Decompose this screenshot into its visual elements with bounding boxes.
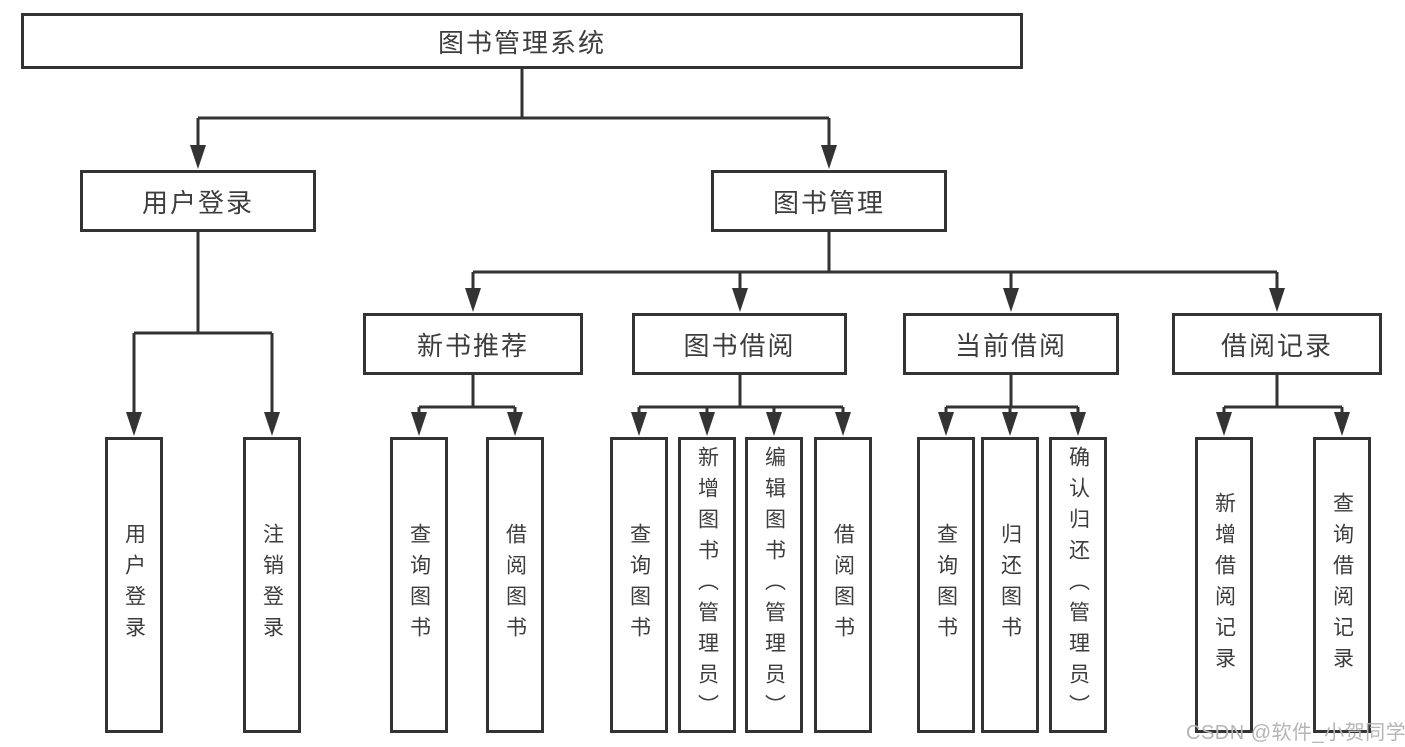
leaf-newbooks-borrow-label: 借阅图书 [503, 523, 527, 647]
leaf-newbooks-query-label: 查询图书 [407, 523, 431, 647]
leaf-borrow-edit-admin-label: 编辑图书（管理员） [762, 445, 786, 725]
leaf-logout: 注销登录 [243, 437, 301, 733]
leaf-user-login: 用户登录 [105, 437, 163, 733]
leaf-borrow-add-admin-label: 新增图书（管理员） [695, 445, 719, 725]
connector-root [196, 69, 831, 147]
connector-new-books [417, 375, 517, 414]
arrowhead [732, 288, 748, 312]
arrowhead [1269, 288, 1285, 312]
leaf-current-confirm-admin: 确认归还（管理员） [1049, 437, 1107, 733]
leaf-borrow-query-label: 查询图书 [627, 523, 651, 647]
node-current-borrow-label: 当前借阅 [954, 330, 1067, 361]
connector-current-borrow [944, 375, 1080, 414]
node-user-login: 用户登录 [80, 170, 316, 232]
node-borrow-records-label: 借阅记录 [1220, 330, 1333, 361]
arrowhead [766, 412, 782, 436]
leaf-borrow-add-admin: 新增图书（管理员） [678, 437, 736, 733]
arrowhead [1216, 412, 1232, 436]
csdn-watermark: CSDN @软件_小贺同学 [1186, 722, 1405, 744]
leaf-records-query-label: 查询借阅记录 [1330, 492, 1354, 678]
arrowhead [264, 412, 280, 436]
arrowhead [507, 412, 523, 436]
node-current-borrow: 当前借阅 [903, 313, 1119, 375]
leaf-borrow-edit-admin: 编辑图书（管理员） [745, 437, 803, 733]
node-root-label: 图书管理系统 [437, 27, 606, 58]
arrowhead [1070, 412, 1086, 436]
connector-book-borrow [637, 375, 845, 414]
leaf-current-query-label: 查询图书 [934, 523, 958, 647]
node-new-book-recommend-label: 新书推荐 [416, 330, 529, 361]
leaf-records-add-label: 新增借阅记录 [1212, 492, 1236, 678]
node-book-borrow-label: 图书借阅 [683, 330, 796, 361]
node-borrow-records: 借阅记录 [1172, 313, 1382, 375]
arrowhead [835, 412, 851, 436]
node-book-management: 图书管理 [711, 170, 947, 232]
leaf-records-query: 查询借阅记录 [1313, 437, 1371, 733]
leaf-newbooks-query: 查询图书 [390, 437, 448, 733]
node-book-borrow: 图书借阅 [632, 313, 847, 375]
arrowhead [1002, 412, 1018, 436]
leaf-user-login-label: 用户登录 [122, 523, 146, 647]
arrowhead [1334, 412, 1350, 436]
node-user-login-label: 用户登录 [141, 187, 254, 218]
arrowhead [631, 412, 647, 436]
connector-borrow-records [1222, 375, 1344, 414]
leaf-current-return: 归还图书 [981, 437, 1039, 733]
leaf-borrow-borrow-label: 借阅图书 [831, 523, 855, 647]
leaf-newbooks-borrow: 借阅图书 [486, 437, 544, 733]
node-new-book-recommend: 新书推荐 [363, 313, 583, 375]
leaf-logout-label: 注销登录 [260, 523, 284, 647]
connector-user-login [132, 232, 274, 414]
connector-book-management [471, 232, 1279, 290]
node-root: 图书管理系统 [21, 13, 1023, 69]
arrowhead [699, 412, 715, 436]
arrowhead [821, 145, 837, 169]
leaf-borrow-query: 查询图书 [610, 437, 668, 733]
arrowhead [126, 412, 142, 436]
leaf-current-query: 查询图书 [917, 437, 975, 733]
leaf-borrow-borrow: 借阅图书 [814, 437, 872, 733]
arrowhead [411, 412, 427, 436]
arrowhead [190, 145, 206, 169]
arrowhead [938, 412, 954, 436]
leaf-records-add: 新增借阅记录 [1195, 437, 1253, 733]
arrowhead [1003, 288, 1019, 312]
arrowhead [465, 288, 481, 312]
leaf-current-return-label: 归还图书 [998, 523, 1022, 647]
node-book-management-label: 图书管理 [772, 187, 885, 218]
leaf-current-confirm-admin-label: 确认归还（管理员） [1066, 445, 1090, 725]
